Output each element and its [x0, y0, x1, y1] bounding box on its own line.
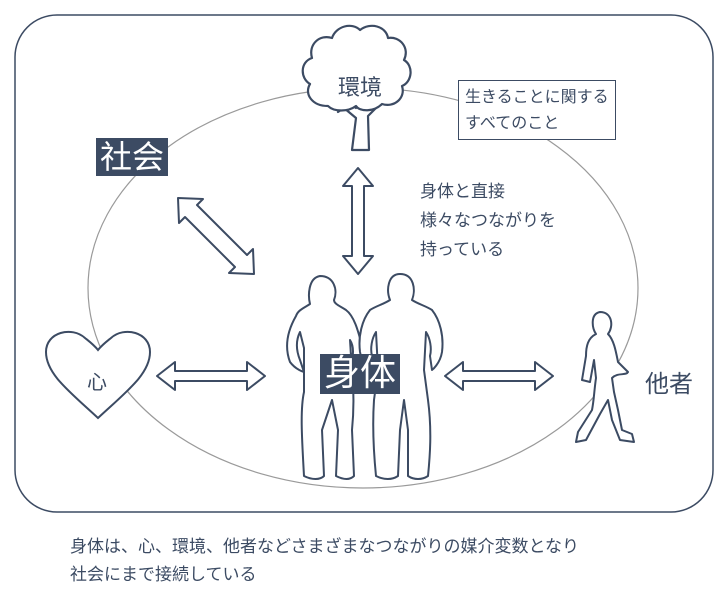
- outer-frame: [14, 14, 714, 513]
- arrow-body-others: [444, 361, 554, 391]
- connection-note-line-1: 身体と直接: [420, 182, 505, 202]
- tree-icon: [301, 24, 412, 152]
- double-arrow-icon: [156, 167, 554, 391]
- society-label: 社会: [96, 138, 169, 176]
- connection-note-line-3: 持っている: [420, 240, 505, 260]
- connection-note-line-2: 様々なつながりを: [420, 211, 556, 231]
- note-box-line-2: すべてのこと: [465, 113, 560, 132]
- connection-note: 身体と直接 様々なつながりを 持っている: [420, 178, 556, 265]
- heart-icon: [44, 330, 152, 420]
- environment-label: 環境: [338, 76, 383, 101]
- body-label: 身体: [320, 354, 401, 394]
- others-label: 他者: [645, 370, 693, 398]
- note-box: 生きることに関する すべてのこと: [458, 80, 616, 140]
- arrow-environment-body: [342, 167, 374, 275]
- mind-label: 心: [87, 370, 107, 394]
- walking-person-icon: [575, 311, 635, 443]
- note-box-line-1: 生きることに関する: [465, 87, 609, 106]
- caption-line-2: 社会にまで接続している: [70, 565, 257, 585]
- caption-line-1: 身体は、心、環境、他者などさまざまなつながりの媒介変数となり: [70, 537, 579, 557]
- arrow-mind-body: [156, 361, 266, 391]
- man-silhouette: [358, 273, 444, 480]
- arrow-society-body: [177, 197, 255, 275]
